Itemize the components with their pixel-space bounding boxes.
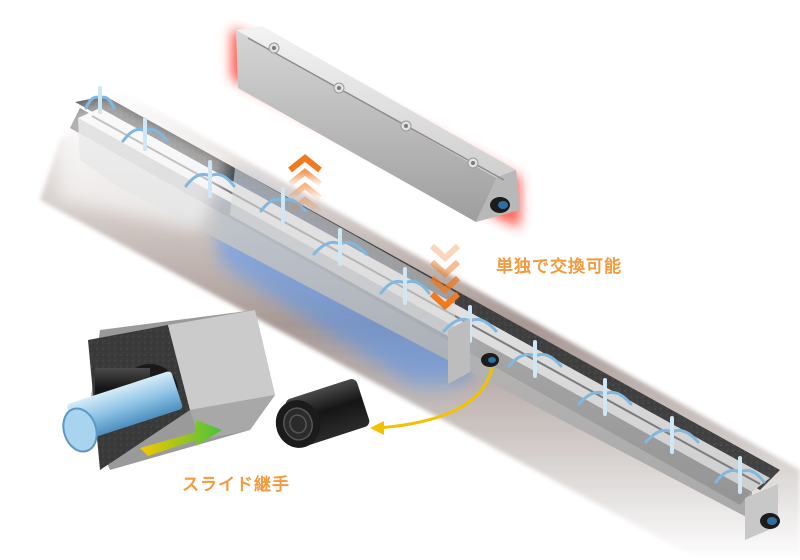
replace-individually-label: 単独で交換可能 (496, 257, 622, 277)
water-spray-icon (121, 117, 169, 151)
bolt-icon (467, 157, 479, 169)
bolt-icon (333, 82, 345, 94)
water-spray-icon (84, 86, 116, 114)
chevron-down-stack-icon (429, 243, 461, 311)
slide-direction-arrow (140, 420, 222, 456)
gutter-end-pipe (745, 484, 780, 540)
chevron-up-stack-icon (288, 154, 322, 215)
water-spray-icon (312, 228, 368, 266)
water-spray-icon (184, 160, 236, 198)
curved-arrow-icon (370, 367, 494, 435)
replacement-block (232, 26, 520, 228)
water-spray-icon (507, 340, 563, 378)
water-spray-icon (644, 416, 700, 454)
water-spray-icon (379, 267, 431, 305)
water-spray-icon (714, 456, 766, 494)
block-end-pipe (448, 318, 499, 384)
water-spray-icon (577, 378, 633, 416)
slide-joint-sleeve (275, 379, 370, 448)
slide-joint-label: スライド継手 (182, 475, 290, 495)
bolt-icon (400, 120, 412, 132)
bolt-icon (268, 42, 280, 54)
removed-block-gap (230, 168, 455, 340)
cutaway-detail (62, 310, 275, 470)
